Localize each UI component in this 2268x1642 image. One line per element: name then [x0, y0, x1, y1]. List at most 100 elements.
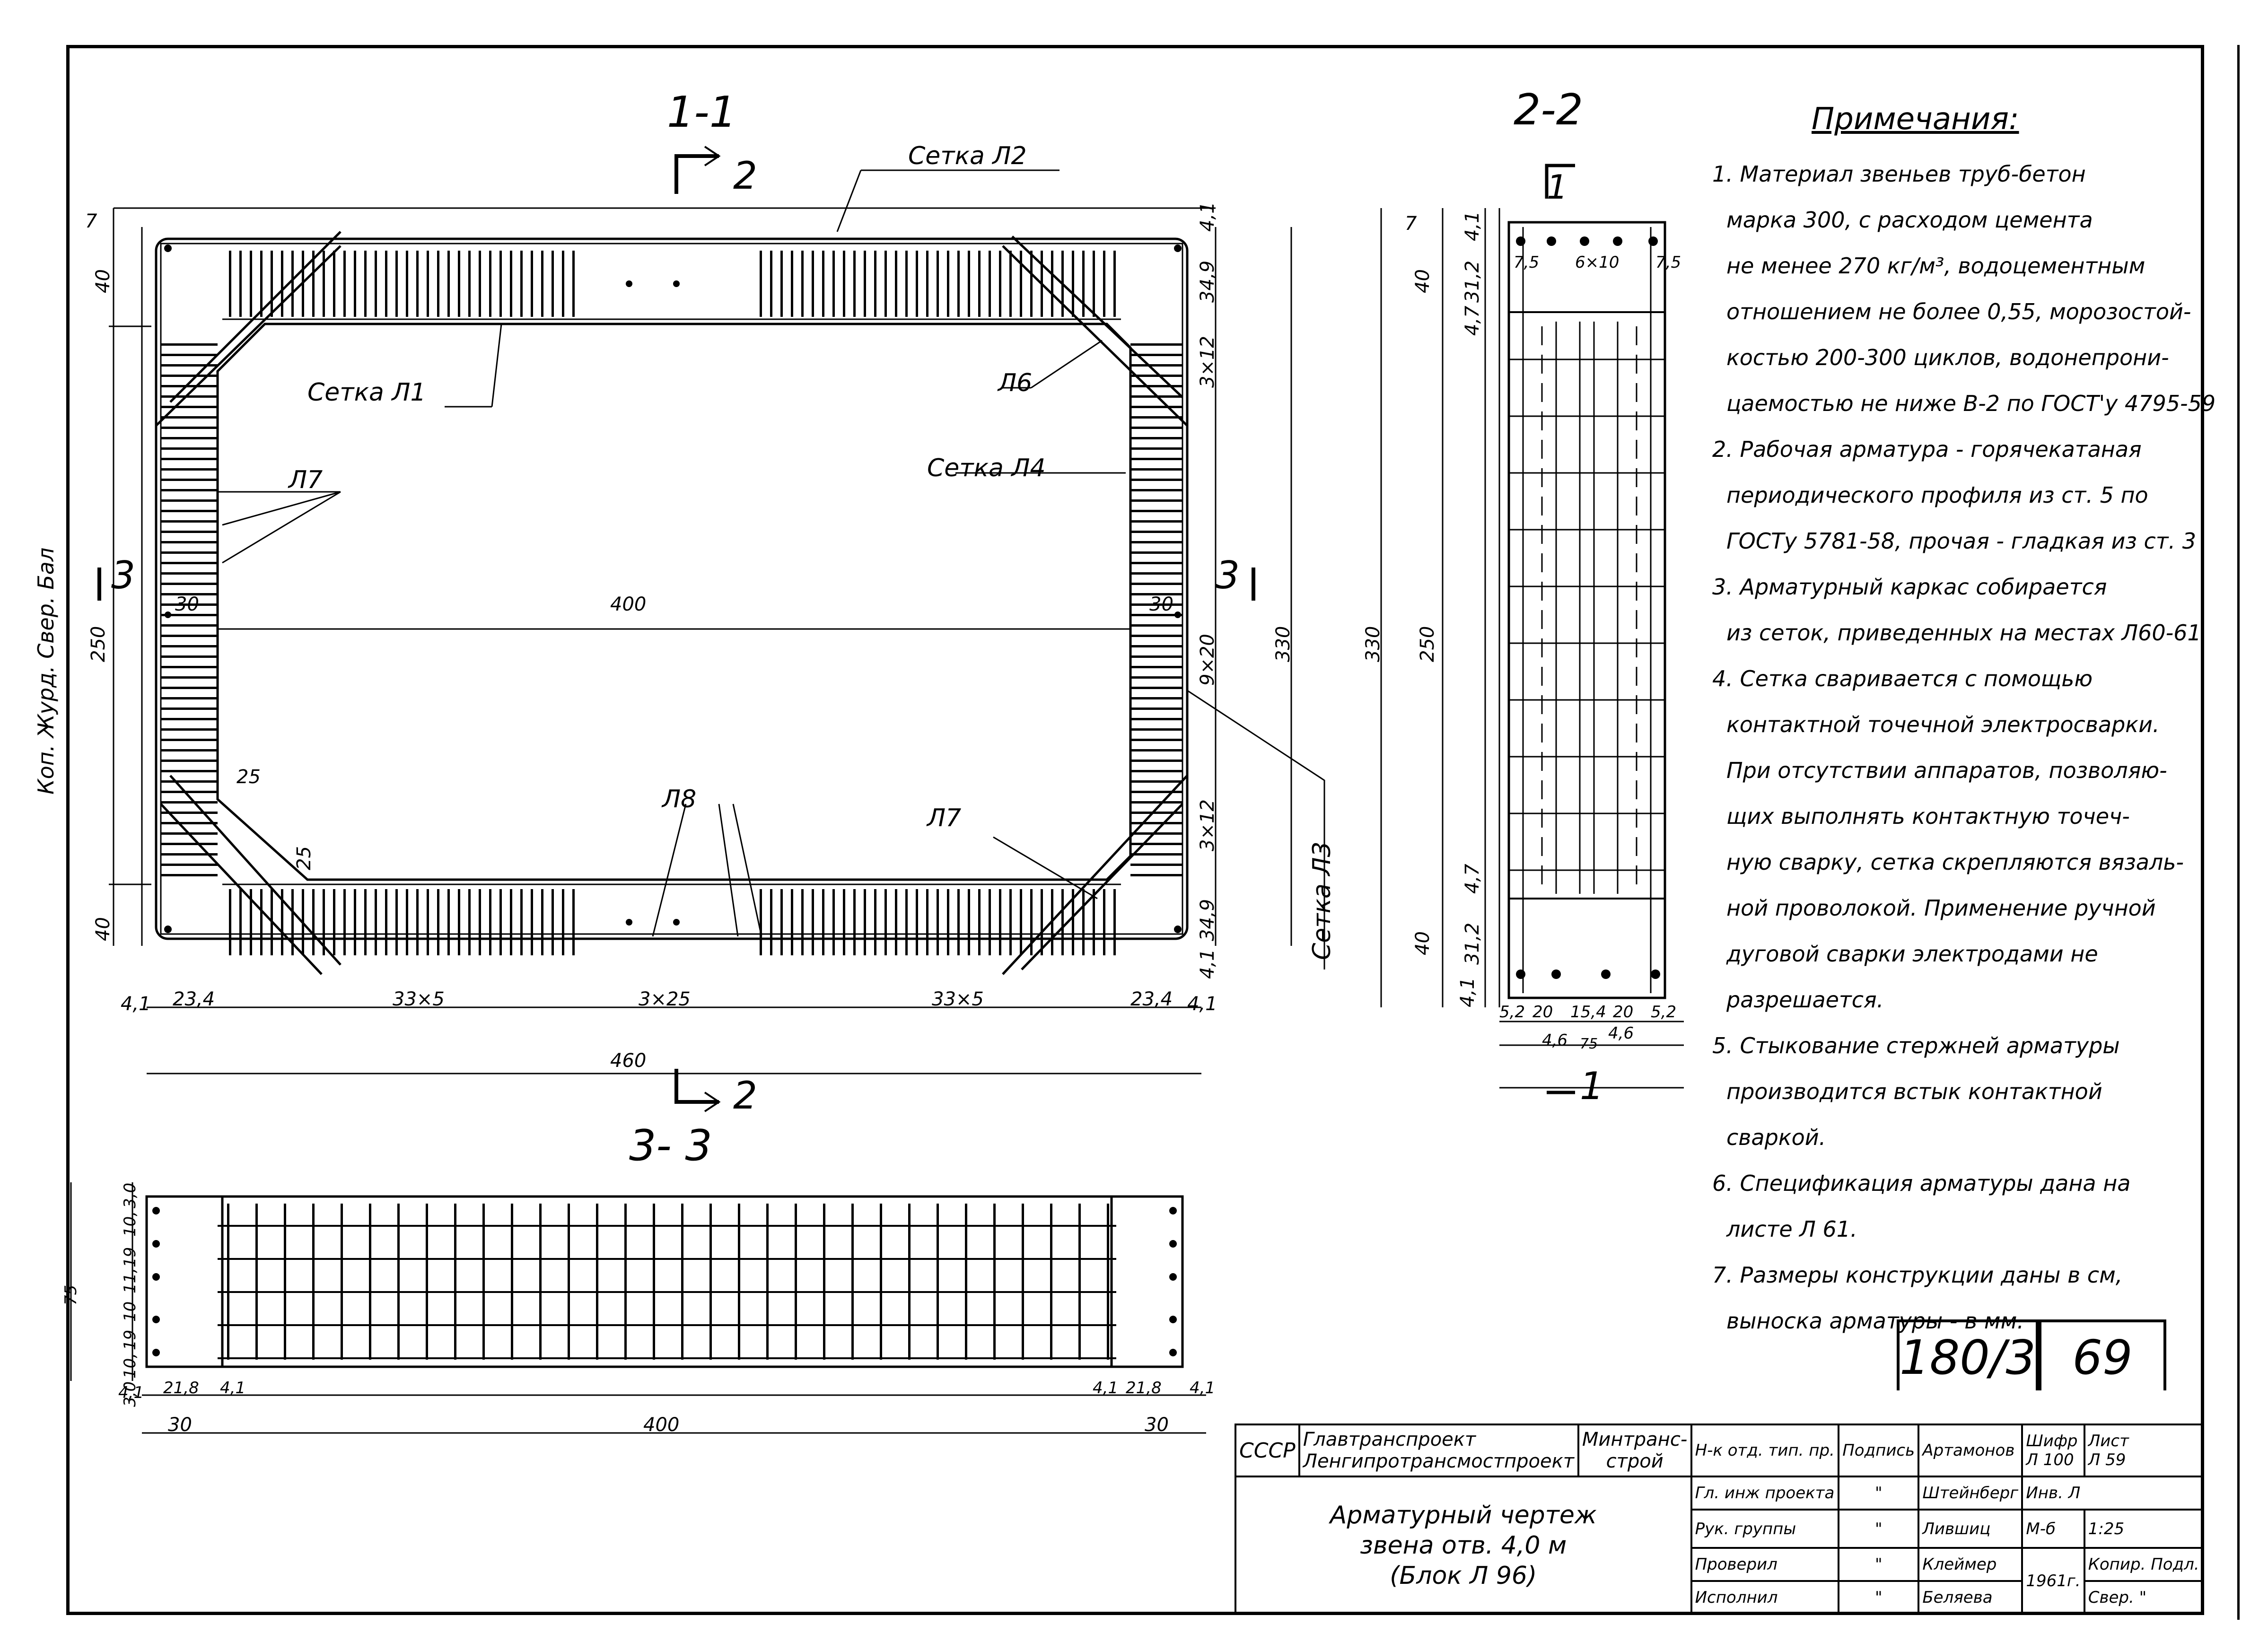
note-line: 4. Сетка сваривается с помощью: [1712, 666, 2093, 691]
note-line: 7. Размеры конструкции даны в см,: [1712, 1262, 2123, 1288]
tb-shifr-value: Л 100: [2026, 1450, 2074, 1470]
cut-2-top-label: 2: [733, 154, 757, 198]
tb-ministry2: строй: [1606, 1450, 1664, 1473]
section-1-1-drawing: [97, 146, 1325, 1112]
dim-right-4-1-bottom: 4,1: [1197, 949, 1218, 979]
tb-role-2: Гл. инж проекта: [1690, 1476, 1840, 1511]
note-line: дуговой сварки электродами не: [1726, 941, 2098, 967]
cut-3-left-label: 3: [111, 553, 135, 597]
dim22-7-5-left: 7,5: [1514, 253, 1540, 272]
cut-1-bottom-label: 1: [1580, 1064, 1604, 1108]
tb-sign-5: ": [1838, 1580, 1920, 1616]
note-line: не менее 270 кг/м³, водоцементным: [1726, 253, 2145, 279]
tb-inv: Инв. Л: [2021, 1476, 2204, 1511]
dim33-10-top: 10,: [121, 1211, 140, 1237]
dim-right-330: 330: [1272, 626, 1294, 662]
tb-role-4: Проверил: [1690, 1546, 1840, 1582]
label-l7-right: Л7: [927, 804, 962, 832]
tb-drawing-title-1: Арматурный чертеж: [1330, 1501, 1597, 1529]
note-line: ной проволокой. Применение ручной: [1726, 895, 2156, 921]
dim-bottom-4-1-right: 4,1: [1187, 993, 1217, 1015]
dim33-19-bottom: 19: [121, 1329, 140, 1350]
dim33-11: 11,: [121, 1267, 140, 1293]
note-line: сваркой.: [1726, 1125, 1826, 1150]
dim-right-3x12-bottom: 3×12: [1197, 799, 1218, 851]
label-setka-l1: Сетка Л1: [307, 378, 426, 407]
dim-bottom-23-4-right: 23,4: [1130, 988, 1173, 1010]
section-3-3-drawing: [70, 1182, 1206, 1434]
tb-list-label: Лист: [2088, 1432, 2129, 1451]
note-line: костью 200-300 циклов, водонепрони-: [1726, 345, 2169, 370]
sheet-edge-line: [2237, 45, 2240, 1620]
dim22-inner-4-7-bottom: 4,7: [1462, 864, 1483, 894]
tb-role-3: Рук. группы: [1690, 1509, 1840, 1549]
tb-sign-4: ": [1838, 1546, 1920, 1582]
tb-scale-value: 1:25: [2083, 1509, 2205, 1549]
dim22-inner-4-1: 4,1: [1462, 211, 1483, 241]
dim22-bottom-20-left: 20: [1532, 1003, 1553, 1022]
tb-org1: Главтранспроект: [1303, 1429, 1476, 1451]
label-setka-l4: Сетка Л4: [927, 454, 1046, 482]
dim-bottom-3x25: 3×25: [639, 988, 691, 1010]
dim-haunch-30-right: 30: [1149, 594, 1173, 615]
tb-copy: Копир. Подл.: [2083, 1546, 2205, 1582]
label-l6: Л6: [998, 369, 1033, 397]
note-line: ГОСТу 5781-58, прочая - гладкая из ст. 3: [1726, 528, 2197, 554]
note-line: марка 300, с расходом цемента: [1726, 207, 2093, 233]
dim33-10-mid: 10: [121, 1301, 140, 1322]
dim33-4-1-a: 4,1: [118, 1383, 144, 1402]
dim33-4-1-b: 4,1: [220, 1379, 246, 1397]
note-line: щих выполнять контактную точеч-: [1726, 804, 2130, 829]
tb-check-label: Свер.: [2088, 1588, 2134, 1607]
dim33-400: 400: [643, 1414, 680, 1436]
dim33-21-8-right: 21,8: [1126, 1379, 1162, 1397]
dim33-19-top: 19: [121, 1247, 140, 1267]
page-number-box: 69: [2039, 1319, 2166, 1390]
dim22-330: 330: [1362, 626, 1384, 662]
label-setka-l2: Сетка Л2: [908, 142, 1027, 170]
cut-3-right-label: 3: [1216, 553, 1240, 597]
tb-name-2: Штейнберг: [1918, 1476, 2023, 1511]
dim33-75: 75: [61, 1284, 80, 1305]
tb-name-5: Беляева: [1918, 1580, 2023, 1616]
dim22-left-40-top: 40: [1412, 269, 1434, 293]
dim-bottom-23-4-left: 23,4: [173, 988, 215, 1010]
section-1-1-title: 1-1: [667, 87, 736, 137]
dim33-10-bottom: 10,: [121, 1353, 140, 1379]
dim-haunch-25-h: 25: [236, 766, 261, 788]
tb-scale-label: М-б: [2021, 1509, 2085, 1549]
dim22-left-4-1-bottom: 4,1: [1457, 977, 1479, 1007]
dim33-3-0-top: 3,0: [121, 1182, 140, 1208]
section-2-2-title: 2-2: [1514, 85, 1583, 135]
label-setka-l3: Сетка Л3: [1308, 841, 1336, 960]
note-line: 3. Арматурный каркас собирается: [1712, 574, 2107, 600]
dim22-bottom-4-6-left: 4,6: [1542, 1031, 1568, 1050]
tb-drawing-title: Арматурный чертеж звена отв. 4,0 м (Блок…: [1235, 1476, 1692, 1615]
tb-sign-header: Подпись: [1838, 1423, 1920, 1478]
dim22-inner-31-2-top: 31,2: [1462, 260, 1483, 303]
label-l8: Л8: [662, 785, 697, 813]
section-3-3-title: 3- 3: [629, 1121, 712, 1170]
notes-block: 1. Материал звеньев труб-бетон марка 300…: [1712, 151, 2215, 1344]
tb-check: Свер. ": [2083, 1580, 2205, 1616]
dim-right-34-9-top: 34,9: [1197, 260, 1218, 303]
dim22-inner-31-2-bottom: 31,2: [1462, 922, 1483, 965]
page-number: 69: [2072, 1330, 2133, 1385]
note-line: 1. Материал звеньев труб-бетон: [1712, 161, 2086, 187]
tb-name-4: Клеймер: [1918, 1546, 2023, 1582]
note-line: периодического профиля из ст. 5 по: [1726, 482, 2148, 508]
dim-width-400: 400: [610, 594, 647, 615]
dim22-inner-4-7-top: 4,7: [1462, 306, 1483, 336]
margin-handwritten-note: Коп. Журд. Свер. Бал: [33, 547, 59, 795]
note-line: контактной точечной электросварки.: [1726, 712, 2160, 737]
note-line: 6. Спецификация арматуры дана на: [1712, 1170, 2131, 1196]
tb-ministry: Минтранс-строй: [1577, 1423, 1692, 1478]
tb-list-value: Л 59: [2088, 1450, 2126, 1470]
tb-ussr: СССР: [1235, 1423, 1300, 1478]
section-2-2-drawing: [1380, 164, 1684, 1094]
note-line: При отсутствии аппаратов, позволяю-: [1726, 758, 2167, 783]
tb-ministry1: Минтранс-: [1582, 1429, 1688, 1451]
cut-2-bottom-label: 2: [733, 1074, 757, 1118]
dim-haunch-30-left: 30: [175, 594, 199, 615]
